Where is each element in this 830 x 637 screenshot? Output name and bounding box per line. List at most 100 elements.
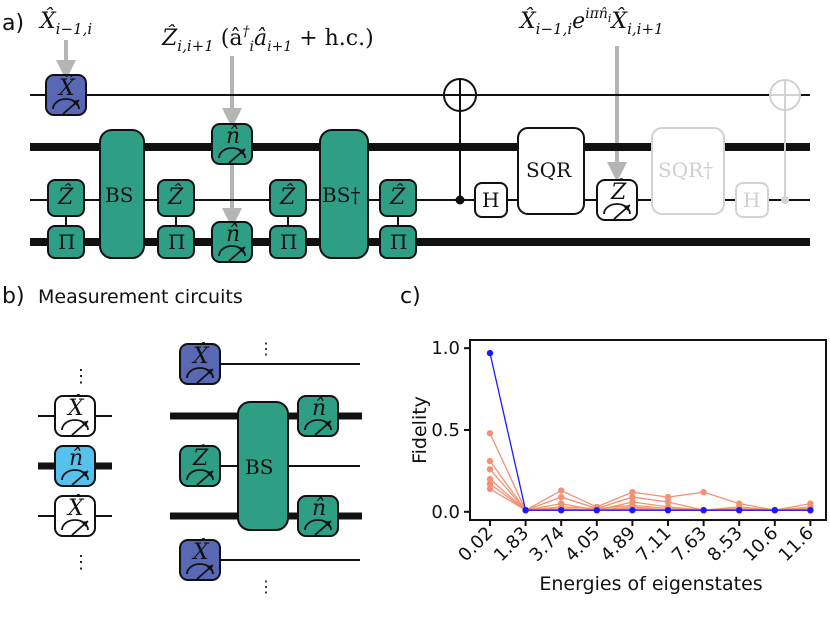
sqr-gate: [517, 127, 585, 215]
ellipsis: ⋮: [258, 577, 274, 596]
data-point: [664, 493, 672, 501]
sqr-label: SQR: [526, 158, 572, 182]
data-point: [486, 475, 494, 483]
y-tick-label: 0.5: [431, 420, 460, 441]
data-point: [486, 430, 494, 437]
beam-splitter-gate: [99, 129, 145, 259]
parity-label: Π: [390, 230, 407, 254]
sqr-dagger-label: SQR†: [658, 158, 713, 182]
x-measure-label: X̂: [191, 343, 210, 369]
bs-label: BS: [105, 183, 133, 207]
y-axis-label: Fidelity: [409, 396, 431, 464]
z-measure-label: Ẑ: [610, 178, 627, 205]
panel-c: c) 0.00.51.00.021.833.744.054.897.117.63…: [400, 284, 827, 595]
x-measure-label: X̂: [57, 75, 76, 101]
data-point: [664, 506, 672, 514]
beam-splitter-dagger-gate: [319, 129, 369, 259]
data-point: [736, 506, 743, 514]
z-gate-label: Ẑ: [389, 183, 406, 210]
y-tick-label: 0.0: [431, 502, 460, 523]
z-gate-label: Ẑ: [279, 183, 296, 210]
data-point: [486, 349, 494, 357]
parity-label: Π: [280, 230, 297, 254]
data-point: [807, 506, 814, 514]
data-point: [700, 488, 707, 496]
data-point: [558, 506, 565, 514]
bs-label: BS: [245, 455, 273, 479]
annotation-z-hopping: Ẑi,i+1 (â†iâi+1 + h.c.): [161, 24, 374, 55]
data-point: [771, 506, 778, 514]
x-tick-label: 8.53: [704, 523, 747, 566]
data-point: [558, 493, 565, 501]
x-tick-label: 7.63: [668, 523, 711, 566]
n-measure-label: n̂: [312, 396, 326, 421]
hadamard-gate: [474, 182, 508, 218]
parity-gate: [269, 225, 307, 259]
x-measure-label: X̂: [191, 539, 210, 565]
x-tick-label: 0.02: [454, 523, 497, 566]
x-axis-label: Energies of eigenstates: [539, 573, 762, 595]
z-gate: [379, 179, 417, 217]
data-point: [629, 493, 636, 501]
n-measure-label: n̂: [226, 222, 240, 247]
hadamard-gate-faded: [735, 182, 769, 218]
ellipsis: ⋮: [72, 366, 90, 387]
panel-a-label: a): [2, 11, 24, 36]
data-point: [486, 457, 494, 465]
ellipsis: ⋮: [72, 552, 90, 573]
parity-gate: [379, 225, 417, 259]
series-line: [489, 432, 811, 512]
series-line: [489, 468, 811, 511]
z-measure-label: Ẑ: [192, 444, 209, 471]
z-gate: [269, 179, 307, 217]
x-tick-label: 3.74: [526, 523, 569, 566]
x-measure-label: X̂: [66, 395, 85, 421]
data-point: [486, 480, 494, 488]
parity-label: Π: [168, 230, 185, 254]
data-point: [700, 506, 707, 514]
z-gate-label: Ẑ: [57, 183, 74, 210]
panel-b-title: Measurement circuits: [38, 286, 243, 308]
x-tick-label: 4.89: [597, 523, 640, 566]
data-point: [593, 506, 600, 514]
x-tick-label: 1.83: [490, 523, 533, 566]
series-line: [489, 460, 811, 511]
z-gate: [157, 179, 195, 217]
x-tick-label: 11.6: [775, 523, 818, 566]
annotation-string-operator: X̂i−1,ieiπn̂iX̂i,i+1: [518, 6, 664, 38]
data-point: [629, 506, 636, 514]
data-point: [558, 487, 565, 494]
series-line: [489, 352, 811, 511]
parity-gate: [47, 225, 85, 259]
panel-b-label: b): [2, 284, 25, 309]
hadamard-faded-label: H: [743, 188, 760, 212]
x-tick-label: 10.6: [739, 523, 782, 566]
hadamard-label: H: [482, 188, 499, 212]
n-measure-label: n̂: [312, 496, 326, 521]
cnot-control: [455, 195, 465, 205]
parity-label: Π: [58, 230, 75, 254]
x-tick-label: 7.11: [632, 523, 675, 566]
cnot-control-faded: [781, 196, 789, 204]
n-measure-label: n̂: [226, 124, 240, 149]
data-point: [629, 488, 636, 496]
y-tick-label: 1.0: [431, 338, 460, 359]
sqr-dagger-gate: [651, 127, 725, 215]
x-measure-label: X̂: [66, 495, 85, 521]
data-point: [664, 498, 672, 506]
z-gate-label: Ẑ: [167, 183, 184, 210]
data-point: [486, 466, 494, 473]
ellipsis: ⋮: [258, 339, 274, 358]
panel-a: a) X̂i−1,i Ẑi,i+1 (â†iâi+1 + h.c.) X̂i−1…: [2, 6, 810, 263]
panel-b: b) Measurement circuits ⋮ X̂ n̂ X̂ ⋮ ⋮ ⋮…: [2, 284, 362, 596]
annotation-x-measure: X̂i−1,i: [38, 8, 92, 38]
n-measure-label: n̂: [69, 446, 83, 471]
chart-layer: 0.00.51.00.021.833.744.054.897.117.638.5…: [431, 338, 818, 566]
data-point: [486, 485, 494, 493]
beam-splitter-gate: [237, 401, 289, 531]
plot-frame: [469, 339, 827, 521]
panel-c-label: c): [400, 284, 421, 309]
data-point: [522, 506, 529, 514]
z-gate: [47, 179, 85, 217]
